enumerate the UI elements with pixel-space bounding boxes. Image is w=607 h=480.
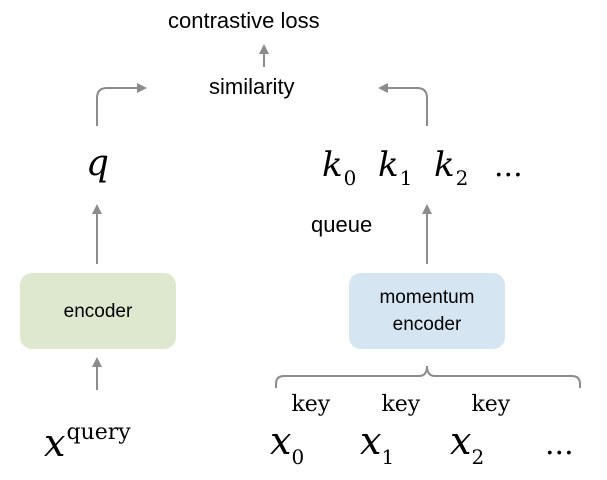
encoder-box-label: encoder: [63, 300, 133, 322]
keys-brace: [275, 365, 581, 388]
input-x-query: xquery: [44, 420, 131, 465]
momentum-encoder-box: momentum encoder: [349, 273, 505, 349]
keys-ellipsis: ...: [494, 149, 523, 184]
arrow-q-to-similarity: [96, 83, 147, 126]
encoder-box: encoder: [20, 273, 176, 349]
contrastive-loss-label: contrastive loss: [168, 8, 320, 33]
momentum-box-label-line2: encoder: [392, 314, 462, 335]
inputs-ellipsis: ...: [545, 427, 574, 462]
query-vector-q: q: [86, 143, 110, 184]
key-k0: k0: [322, 145, 357, 190]
key-k2: k2: [434, 145, 469, 190]
key-k1: k1: [378, 145, 413, 190]
similarity-label: similarity: [209, 74, 295, 99]
queue-label: queue: [311, 212, 373, 237]
momentum-box-label-line1: momentum: [379, 287, 475, 308]
arrow-keys-to-similarity: [378, 83, 428, 126]
